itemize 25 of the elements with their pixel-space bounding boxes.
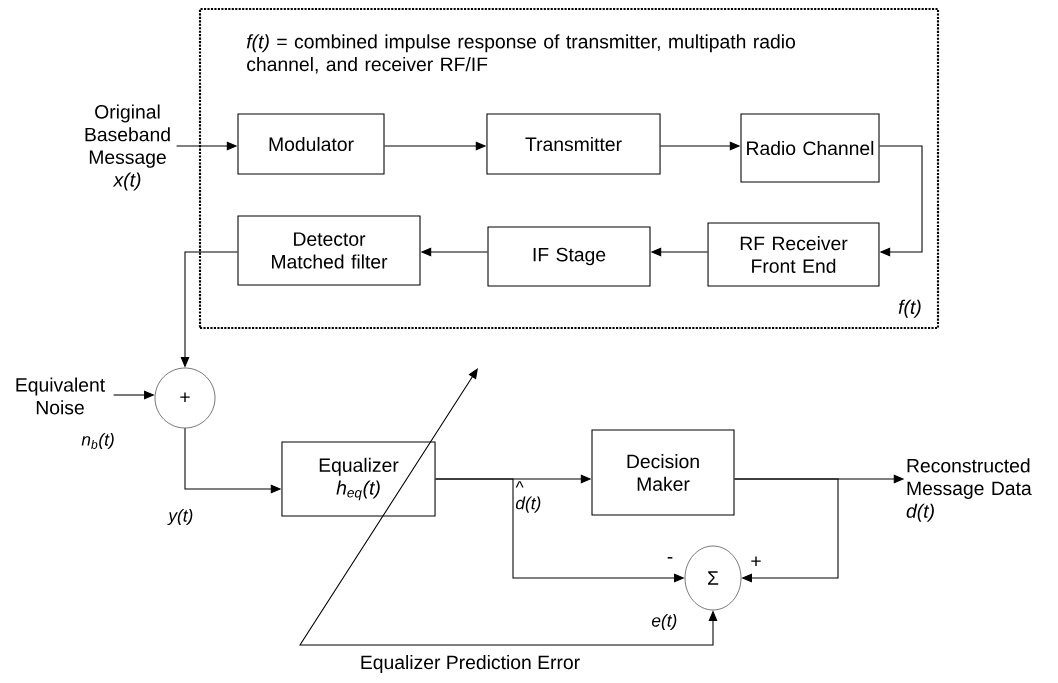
sign-label: + — [751, 556, 761, 566]
function-label: f(t) — [898, 299, 921, 318]
arrow — [299, 368, 718, 646]
block-box: Radio Channel — [740, 113, 880, 183]
arrow — [879, 145, 923, 257]
heading-text: f(t) = combined impulse response of transmitter, multipath radio channel, and receiver RF/IF — [246, 34, 795, 74]
block-box: Decision Maker — [591, 429, 735, 516]
block-box: Modulator — [237, 113, 385, 175]
arrow — [734, 478, 839, 583]
signal-text: Original Baseband Message x(t) — [85, 104, 170, 191]
edge-label: y(t) — [167, 507, 199, 527]
block-box: IF Stage — [487, 226, 651, 287]
block-box: Equalizer h$_{eq}$(t) — [281, 441, 436, 517]
signal-text: Reconstructed Message Data d(t) — [906, 458, 1032, 522]
summing-junction: + — [154, 367, 216, 429]
block-box: Transmitter — [486, 113, 661, 175]
sign-label: - — [667, 557, 673, 559]
summing-junction: Σ — [684, 545, 742, 611]
edge-label: e(t) — [650, 612, 682, 632]
block-box: Detector Matched filter — [237, 215, 421, 286]
error-label: Equalizer Prediction Error — [361, 655, 580, 673]
edge-label: ^ d(t) — [514, 479, 546, 515]
signal-text: Equivalent Noise — [16, 377, 105, 415]
block-box: RF Receiver Front End — [707, 222, 880, 287]
edge-label: n$_{b}$(t) — [80, 431, 114, 451]
